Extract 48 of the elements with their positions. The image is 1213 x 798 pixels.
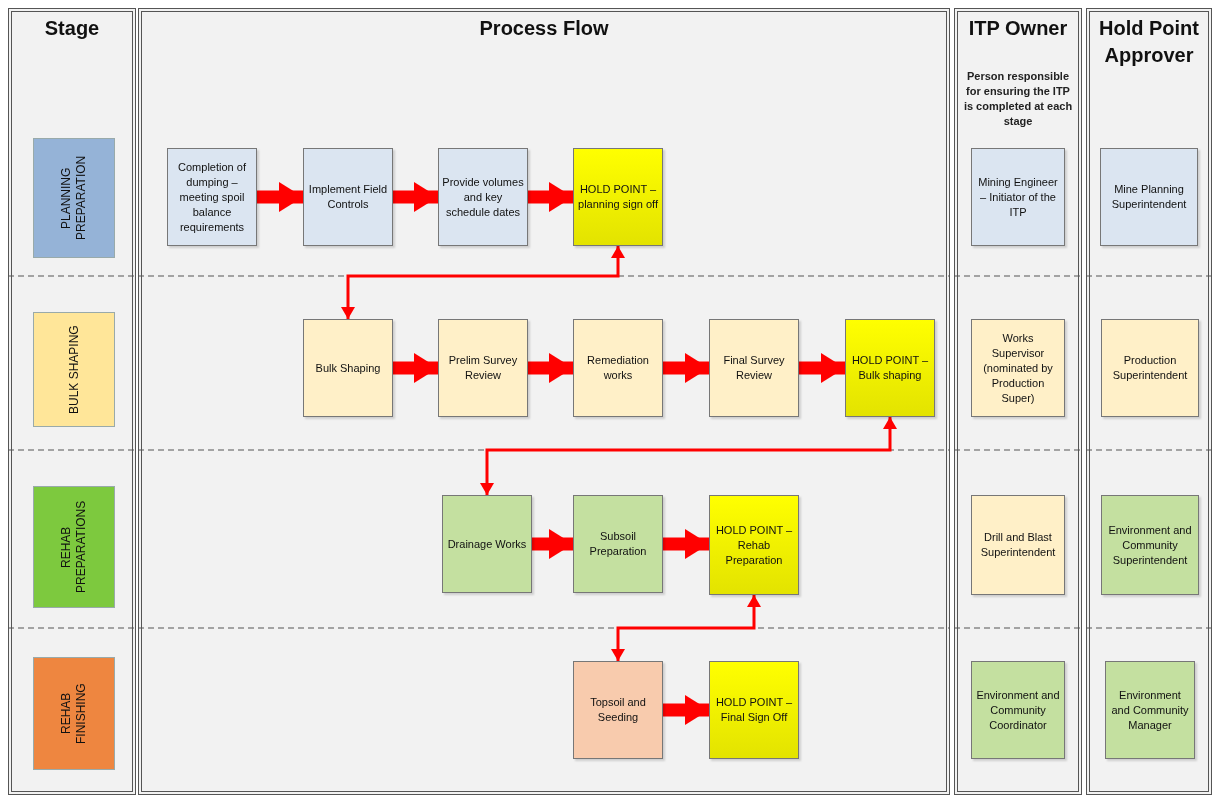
hold-point-box: HOLD POINT – planning sign off [573, 148, 663, 246]
process-box: Drainage Works [442, 495, 532, 593]
arrow [663, 353, 709, 383]
arrow [393, 182, 438, 212]
arrow [663, 695, 709, 725]
column-heading: ITP Owner [967, 16, 1069, 41]
role-box: Drill and Blast Superintendent [971, 495, 1065, 595]
arrow [528, 353, 573, 383]
arrow [393, 353, 438, 383]
process-box: Subsoil Preparation [573, 495, 663, 593]
role-box: Production Superintendent [1101, 319, 1199, 417]
process-box: Prelim Survey Review [438, 319, 528, 417]
role-box: Environment and Community Manager [1105, 661, 1195, 759]
swimlane-column [954, 8, 1082, 795]
arrow [341, 246, 625, 319]
column-description: Person responsible for ensuring the ITP is completed at each stage [963, 69, 1073, 129]
arrow [532, 529, 573, 559]
column-heading: Hold Point Approver [1098, 16, 1200, 68]
process-box: Remediation works [573, 319, 663, 417]
hold-point-box: HOLD POINT – Bulk shaping [845, 319, 935, 417]
hold-point-box: HOLD POINT – Rehab Preparation [709, 495, 799, 595]
swimlane-column [138, 8, 950, 795]
role-box: Environment and Community Superintendent [1101, 495, 1199, 595]
process-box: Final Survey Review [709, 319, 799, 417]
swimlane-column [8, 8, 136, 795]
process-box: Provide volumes and key schedule dates [438, 148, 528, 246]
stage-label-box: REHAB PREPARATIONS [33, 486, 115, 608]
column-heading: Process Flow [478, 16, 610, 41]
process-box: Topsoil and Seeding [573, 661, 663, 759]
role-box: Environment and Community Coordinator [971, 661, 1065, 759]
stage-label-box: REHAB FINISHING [33, 657, 115, 770]
role-box: Mining Engineer – Initiator of the ITP [971, 148, 1065, 246]
stage-label-box: BULK SHAPING [33, 312, 115, 427]
arrow [663, 529, 709, 559]
role-box: Works Supervisor (nominated by Production Super) [971, 319, 1065, 417]
arrow [257, 182, 303, 212]
arrow [611, 595, 761, 661]
stage-label-box: PLANNING PREPARATION [33, 138, 115, 258]
role-box: Mine Planning Superintendent [1100, 148, 1198, 246]
process-box: Implement Field Controls [303, 148, 393, 246]
hold-point-box: HOLD POINT – Final Sign Off [709, 661, 799, 759]
swimlane-column [1086, 8, 1212, 795]
process-box: Completion of dumping – meeting spoil balance requirements [167, 148, 257, 246]
arrow [480, 417, 897, 495]
arrow [799, 353, 845, 383]
process-box: Bulk Shaping [303, 319, 393, 417]
column-heading: Stage [43, 16, 101, 41]
arrow [528, 182, 573, 212]
